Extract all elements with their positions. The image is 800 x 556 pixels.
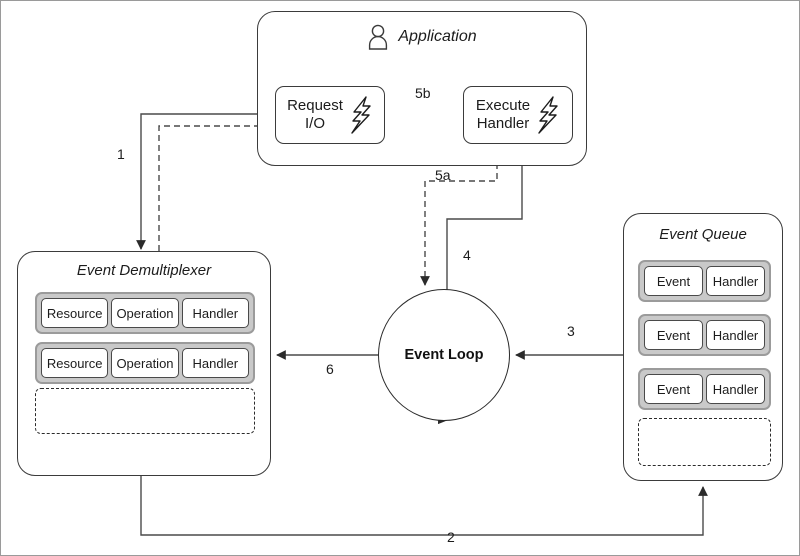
queue-cell-handler: Handler: [706, 320, 765, 350]
flow-label-4: 4: [463, 247, 471, 263]
queue-cell-event: Event: [644, 320, 703, 350]
queue-cell-event: Event: [644, 266, 703, 296]
queue-cell-handler: Handler: [706, 266, 765, 296]
flow-label-3: 3: [567, 323, 575, 339]
demux-cell-operation: Operation: [111, 348, 179, 378]
demux-row[interactable]: Resource Operation Handler: [35, 342, 255, 384]
flow-1-dashed-path: [158, 121, 270, 251]
request-io-label: Request I/O: [287, 96, 343, 132]
event-loop-label: Event Loop: [404, 347, 484, 363]
queue-empty-slot: [638, 418, 771, 466]
event-demultiplexer-label: Event Demultiplexer: [76, 262, 212, 279]
flow-label-6: 6: [326, 361, 334, 377]
lightning-bolt-icon: [536, 95, 560, 135]
queue-row[interactable]: Event Handler: [638, 314, 771, 356]
queue-row[interactable]: Event Handler: [638, 368, 771, 410]
queue-cell-handler: Handler: [706, 374, 765, 404]
flow-2-solid-path: [140, 476, 708, 536]
demux-cell-handler: Handler: [181, 298, 249, 328]
application-panel: Application Request I/O Execute Handler: [257, 11, 587, 166]
application-label: Application: [398, 28, 477, 45]
demux-empty-slot: [35, 388, 255, 434]
event-loop-node[interactable]: Event Loop: [378, 289, 510, 421]
demux-row[interactable]: Resource Operation Handler: [35, 292, 255, 334]
event-demultiplexer-panel: Event Demultiplexer Resource Operation H…: [17, 251, 271, 476]
flow-label-1: 1: [117, 146, 125, 162]
queue-cell-event: Event: [644, 374, 703, 404]
flow-1-solid-path: [136, 113, 274, 250]
demux-cell-handler: Handler: [181, 348, 249, 378]
event-queue-label: Event Queue: [659, 226, 747, 243]
event-queue-panel: Event Queue Event Handler Event Handler …: [623, 213, 783, 481]
lightning-bolt-icon: [349, 95, 373, 135]
flow-label-5b: 5b: [415, 85, 431, 101]
demux-cell-resource: Resource: [41, 298, 109, 328]
demux-cell-operation: Operation: [111, 298, 179, 328]
execute-handler-label: Execute Handler: [475, 96, 531, 132]
demux-cell-resource: Resource: [41, 348, 109, 378]
queue-row[interactable]: Event Handler: [638, 260, 771, 302]
flow-4-solid-path: [446, 147, 527, 291]
execute-handler-box[interactable]: Execute Handler: [463, 86, 573, 144]
application-header: Application: [258, 24, 586, 50]
flow-label-2: 2: [447, 529, 455, 545]
person-icon: [367, 24, 389, 50]
request-io-box[interactable]: Request I/O: [275, 86, 385, 144]
flow-5a-dashed-path: [420, 143, 498, 286]
flow-label-5a: 5a: [435, 167, 451, 183]
